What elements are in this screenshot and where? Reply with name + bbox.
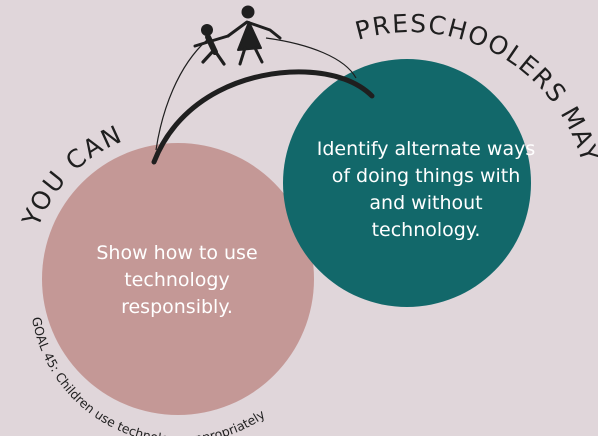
- string-arc-right: [265, 37, 357, 79]
- pink-circle: [42, 143, 314, 415]
- arc-bridge-icon: [151, 69, 375, 165]
- teal-circle-text: Identify alternate ways of doing things …: [316, 138, 536, 241]
- string-arc-left: [155, 39, 208, 151]
- teal-circle: [283, 59, 531, 307]
- pink-circle-text: Show how to use technology responsibly.: [96, 242, 258, 318]
- children-holding-hands-icon: [193, 5, 282, 66]
